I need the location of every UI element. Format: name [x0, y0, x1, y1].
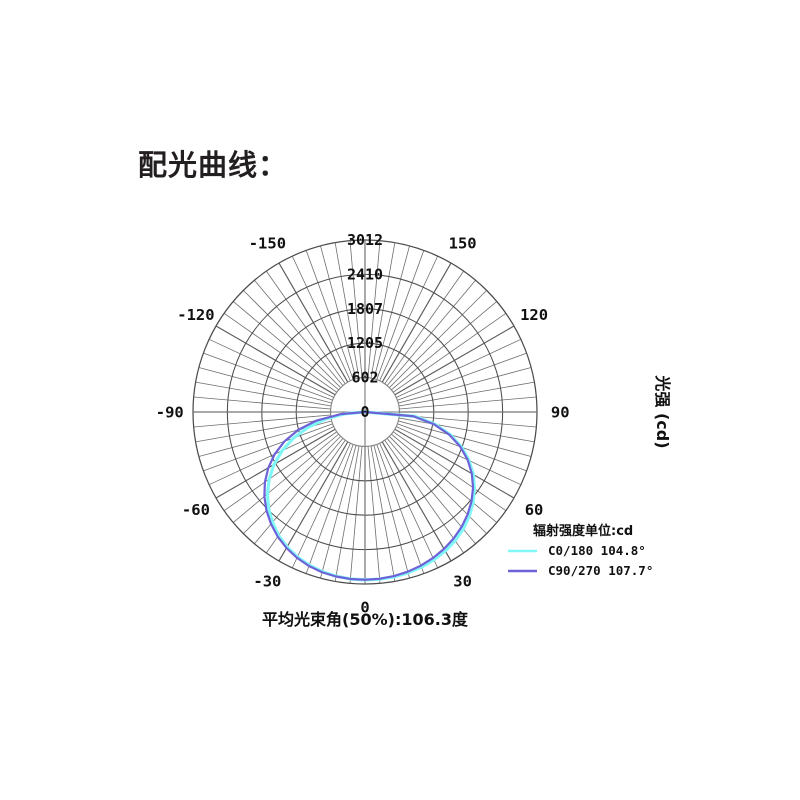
angle-tick-120: 120 — [520, 306, 548, 324]
legend-label-c90-270: C90/270 107.7° — [548, 563, 653, 578]
legend-label-c0-180: C0/180 104.8° — [548, 543, 646, 558]
curve-c90-270 — [263, 410, 475, 581]
radial-tick-3012: 3012 — [347, 231, 383, 249]
intensity-axis-title: 光强 (cd) — [653, 374, 672, 448]
angle-tick-labels: -150 -120 -90 -60 -30 30 60 90 120 150 0 — [156, 234, 570, 616]
legend-entry-c90-270: C90/270 107.7° — [508, 563, 653, 578]
angle-tick--120: -120 — [177, 306, 214, 324]
radial-tick-1807: 1807 — [347, 300, 383, 318]
angle-tick--60: -60 — [182, 501, 210, 519]
angle-tick--30: -30 — [253, 573, 281, 591]
radial-tick-2410: 2410 — [347, 265, 383, 283]
beam-angle-caption: 平均光束角(50%):106.3度 — [262, 610, 469, 629]
polar-grid — [192, 239, 538, 585]
radial-tick-602: 602 — [351, 369, 378, 387]
polar-curves — [263, 410, 477, 582]
angle-tick-30: 30 — [453, 573, 472, 591]
legend-title: 辐射强度单位:cd — [533, 523, 633, 539]
legend-entry-c0-180: C0/180 104.8° — [508, 543, 646, 558]
angle-tick-90: 90 — [551, 404, 570, 422]
angle-tick--150: -150 — [249, 234, 286, 252]
angle-tick-0: 0 — [360, 599, 369, 617]
angle-tick-60: 60 — [525, 501, 544, 519]
chart-legend: 辐射强度单位:cd C0/180 104.8° C90/270 107.7° — [508, 523, 653, 578]
radial-tick-0: 0 — [360, 403, 369, 421]
angle-tick-150: 150 — [449, 234, 477, 252]
radial-tick-labels: 0 602 1205 1807 2410 3012 — [347, 231, 383, 421]
page-title: 配光曲线： — [138, 148, 289, 182]
angle-tick--90: -90 — [156, 404, 184, 422]
radial-tick-1205: 1205 — [347, 334, 383, 352]
